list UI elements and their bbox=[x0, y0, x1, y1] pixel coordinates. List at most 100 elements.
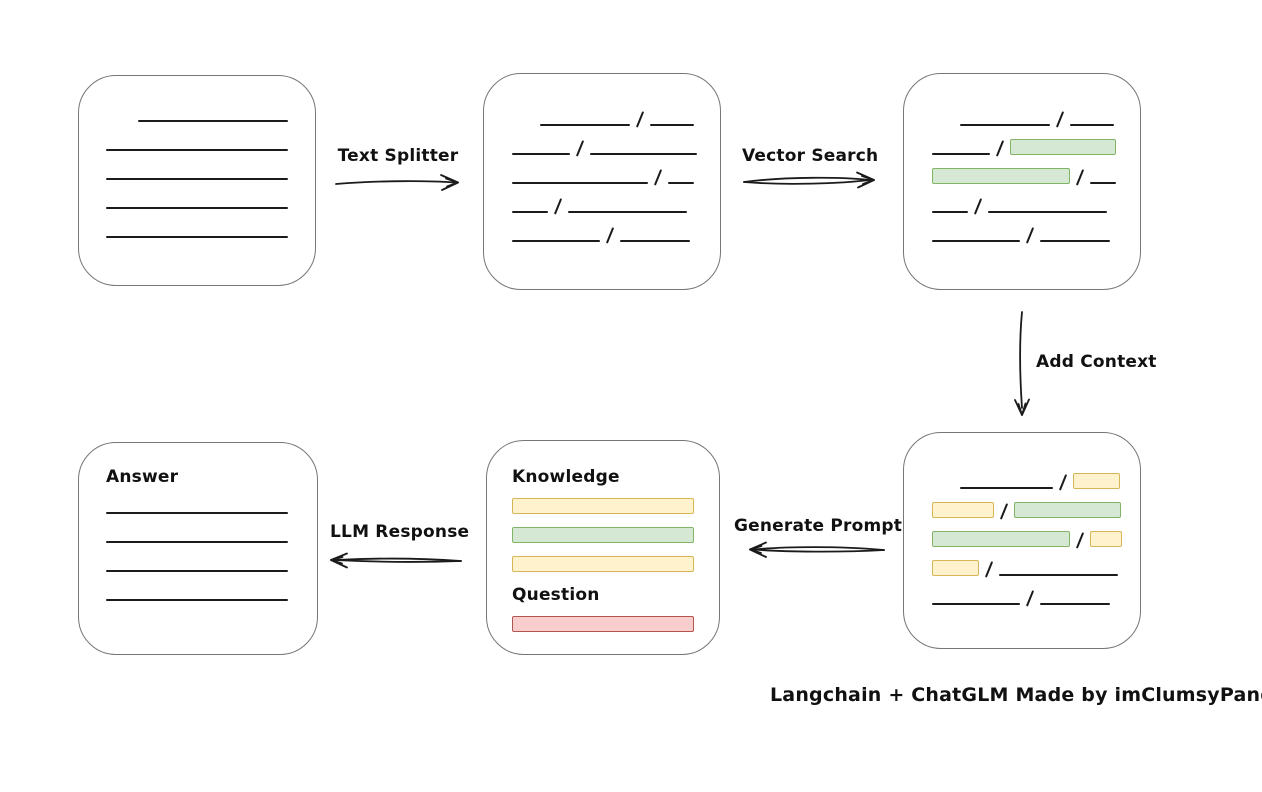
node-label: Knowledge bbox=[512, 467, 620, 487]
text-line bbox=[932, 603, 1020, 605]
text-line bbox=[1040, 603, 1111, 605]
node-label: Question bbox=[512, 585, 600, 605]
node-row bbox=[512, 556, 719, 572]
node-row bbox=[106, 585, 317, 601]
node-row bbox=[932, 502, 1140, 520]
slash-separator-icon bbox=[553, 198, 563, 215]
slash-separator-icon bbox=[1075, 169, 1085, 186]
text-line bbox=[590, 153, 698, 155]
node-row bbox=[106, 222, 315, 238]
text-line bbox=[1090, 182, 1117, 184]
vector-search-label: Vector Search bbox=[742, 146, 879, 166]
text-line bbox=[960, 124, 1050, 126]
yellow-highlight-chunk bbox=[1073, 473, 1121, 489]
text-line bbox=[106, 599, 288, 601]
text-line bbox=[932, 240, 1020, 242]
node-row bbox=[106, 106, 315, 122]
text-line bbox=[106, 149, 288, 151]
red-highlight-chunk bbox=[512, 616, 694, 632]
arrow-down-icon bbox=[1014, 311, 1030, 416]
slash-separator-icon bbox=[575, 140, 585, 157]
node-row bbox=[932, 226, 1140, 244]
source-document-node bbox=[78, 75, 316, 286]
slash-separator-icon bbox=[973, 198, 983, 215]
node-row bbox=[106, 556, 317, 572]
node-row: Question bbox=[512, 585, 719, 607]
text-line bbox=[512, 211, 548, 213]
answer-node: Answer bbox=[78, 442, 318, 655]
arrow-left-icon bbox=[749, 541, 885, 558]
node-row bbox=[932, 110, 1140, 128]
green-highlight-chunk bbox=[1010, 139, 1117, 155]
node-row bbox=[932, 473, 1140, 491]
matched-chunks-node bbox=[903, 73, 1141, 290]
text-splitter-label: Text Splitter bbox=[337, 146, 459, 166]
slash-separator-icon bbox=[1075, 532, 1085, 549]
node-rows bbox=[904, 74, 1140, 244]
slash-separator-icon bbox=[999, 503, 1009, 520]
node-row bbox=[512, 168, 720, 186]
yellow-highlight-chunk bbox=[512, 556, 694, 572]
yellow-highlight-chunk bbox=[932, 502, 994, 518]
node-row: Answer bbox=[106, 467, 317, 489]
node-row bbox=[932, 168, 1140, 186]
node-rows bbox=[484, 74, 720, 244]
text-line bbox=[512, 153, 570, 155]
node-row bbox=[512, 110, 720, 128]
arrow-left-icon bbox=[330, 552, 462, 569]
node-rows bbox=[904, 433, 1140, 607]
text-line bbox=[932, 211, 968, 213]
text-line bbox=[138, 120, 288, 122]
llm-response-label: LLM Response bbox=[330, 522, 470, 542]
node-row bbox=[932, 139, 1140, 157]
node-row bbox=[512, 197, 720, 215]
add-context-label: Add Context bbox=[1036, 352, 1157, 372]
text-line bbox=[106, 570, 288, 572]
context-chunks-node bbox=[903, 432, 1141, 649]
node-label: Answer bbox=[106, 467, 179, 487]
slash-separator-icon bbox=[653, 169, 663, 186]
slash-separator-icon bbox=[1025, 227, 1035, 244]
node-row bbox=[512, 616, 719, 632]
slash-separator-icon bbox=[635, 111, 645, 128]
node-row bbox=[106, 193, 315, 209]
text-line bbox=[106, 207, 288, 209]
node-row bbox=[106, 164, 315, 180]
slash-separator-icon bbox=[605, 227, 615, 244]
node-row bbox=[932, 560, 1140, 578]
slash-separator-icon bbox=[1058, 474, 1068, 491]
node-row bbox=[932, 589, 1140, 607]
text-line bbox=[620, 240, 691, 242]
text-line bbox=[960, 487, 1053, 489]
yellow-highlight-chunk bbox=[1090, 531, 1123, 547]
arrow-right-icon bbox=[743, 171, 875, 189]
node-row bbox=[106, 527, 317, 543]
node-row bbox=[932, 197, 1140, 215]
split-chunks-node bbox=[483, 73, 721, 290]
text-line bbox=[512, 182, 648, 184]
green-highlight-chunk bbox=[1014, 502, 1122, 518]
text-line bbox=[988, 211, 1108, 213]
arrow-right-icon bbox=[335, 174, 459, 191]
text-line bbox=[999, 574, 1119, 576]
slash-separator-icon bbox=[1025, 590, 1035, 607]
node-row bbox=[106, 135, 315, 151]
text-line bbox=[106, 512, 288, 514]
slash-separator-icon bbox=[1055, 111, 1065, 128]
green-highlight-chunk bbox=[932, 531, 1070, 547]
text-line bbox=[106, 178, 288, 180]
text-line bbox=[106, 236, 288, 238]
text-line bbox=[650, 124, 695, 126]
text-line bbox=[540, 124, 630, 126]
node-row bbox=[512, 527, 719, 543]
yellow-highlight-chunk bbox=[512, 498, 694, 514]
green-highlight-chunk bbox=[932, 168, 1070, 184]
slash-separator-icon bbox=[995, 140, 1005, 157]
node-row bbox=[106, 498, 317, 514]
generate-prompt-label: Generate Prompt bbox=[734, 516, 903, 536]
text-line bbox=[106, 541, 288, 543]
node-rows: Answer bbox=[79, 443, 317, 601]
